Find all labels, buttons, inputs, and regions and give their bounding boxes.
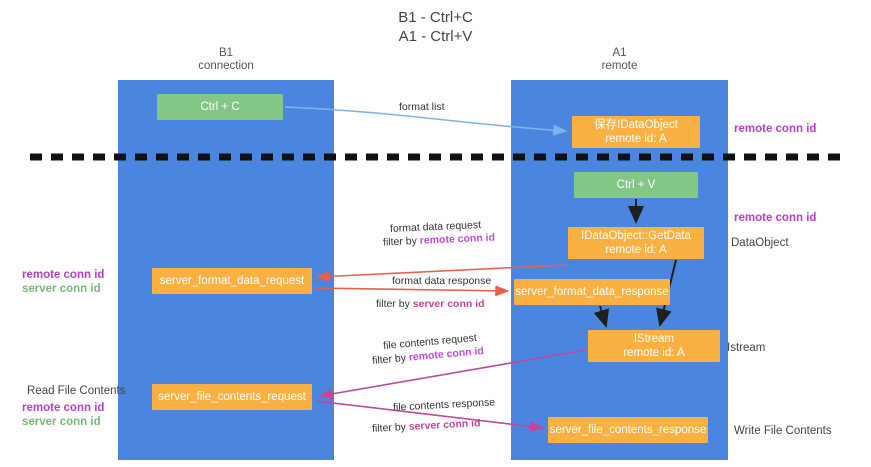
node-idataobject-getdata[interactable]: IDataObject::GetData remote id: A [568, 227, 704, 259]
label-dataobject: DataObject [731, 236, 789, 250]
label-remote-conn-id-top: remote conn id [734, 122, 816, 136]
filter-prefix: filter by [382, 234, 421, 249]
label-text: Write File Contents [734, 425, 832, 437]
node-server-file-contents-request[interactable]: server_file_contents_request [152, 384, 312, 410]
node-save-idataobject-sub: remote id: A [605, 133, 667, 145]
section-divider [30, 153, 845, 161]
arrow-file-contents-request [318, 349, 587, 400]
label-write-file-contents: Write File Contents [734, 424, 832, 438]
arrow-format-data-response [313, 285, 510, 297]
lane-header-b1: B1 connection [118, 47, 334, 73]
label-left-conn-ids-mid: remote conn id server conn id [22, 268, 104, 296]
label-text: Istream [727, 342, 766, 354]
lane-header-a1-name: A1 [612, 47, 627, 59]
label-left-conn-ids-bottom: remote conn id server conn id [22, 401, 104, 429]
edge-label-format-list: format list [399, 101, 445, 113]
lane-header-a1: A1 remote [511, 47, 728, 73]
node-server-format-data-request-label: server_format_data_request [159, 275, 305, 287]
arrow-format-data-request [315, 264, 567, 282]
edge-label-format-data-response-filter: filter by server conn id [376, 297, 485, 311]
filter-key: server conn id [408, 417, 481, 433]
filter-prefix: filter by [376, 298, 413, 310]
node-istream-sub: remote id: A [623, 347, 685, 359]
node-ctrl-v[interactable]: Ctrl + V [574, 172, 698, 198]
label-text: Read File Contents [27, 385, 126, 397]
node-idataobject-getdata-label: IDataObject::GetData [581, 230, 691, 242]
label-remote-conn-id: remote conn id [22, 402, 105, 414]
node-server-file-contents-request-label: server_file_contents_request [158, 391, 306, 403]
arrow-format-list [284, 106, 568, 136]
lane-header-b1-role: connection [198, 60, 254, 72]
node-istream[interactable]: IStream remote id: A [588, 330, 720, 362]
label-text: DataObject [731, 237, 789, 249]
filter-key: server conn id [412, 298, 485, 310]
node-save-idataobject-label: 保存IDataObject [594, 119, 678, 131]
page-title-line2: A1 - Ctrl+V [398, 28, 473, 45]
node-server-file-contents-response[interactable]: server_file_contents_response [548, 417, 708, 443]
label-server-conn-id: server conn id [22, 416, 101, 428]
page-title-line1: B1 - Ctrl+C [398, 9, 473, 26]
node-server-format-data-response[interactable]: server_format_data_response [514, 279, 670, 305]
filter-key: remote conn id [419, 231, 496, 247]
node-idataobject-getdata-sub: remote id: A [605, 244, 667, 256]
filter-prefix: filter by [371, 420, 410, 435]
node-ctrl-c-label: Ctrl + C [200, 101, 240, 113]
lane-header-a1-role: remote [601, 60, 638, 72]
label-istream: Istream [727, 341, 765, 355]
node-ctrl-c[interactable]: Ctrl + C [157, 94, 283, 120]
label-server-conn-id: server conn id [22, 283, 101, 295]
label-remote-conn-id-mid: remote conn id [734, 211, 816, 225]
lane-header-b1-name: B1 [218, 47, 234, 59]
label-text: remote conn id [734, 123, 817, 135]
node-server-format-data-response-label: server_format_data_response [515, 286, 669, 298]
edge-label-format-data-response: format data response [392, 275, 492, 287]
node-istream-label: IStream [633, 333, 675, 345]
node-server-file-contents-response-label: server_file_contents_response [549, 424, 707, 436]
label-text: remote conn id [734, 212, 817, 224]
node-save-idataobject[interactable]: 保存IDataObject remote id: A [572, 116, 700, 148]
node-ctrl-v-label: Ctrl + V [616, 179, 656, 191]
label-remote-conn-id: remote conn id [22, 269, 105, 281]
page-title: B1 - Ctrl+C A1 - Ctrl+V [0, 8, 871, 46]
arrow-file-contents-response [315, 400, 545, 433]
filter-prefix: filter by [371, 351, 410, 367]
label-read-file-contents: Read File Contents [27, 384, 125, 398]
arrow-response-istream [593, 305, 610, 328]
node-server-format-data-request[interactable]: server_format_data_request [152, 268, 312, 294]
